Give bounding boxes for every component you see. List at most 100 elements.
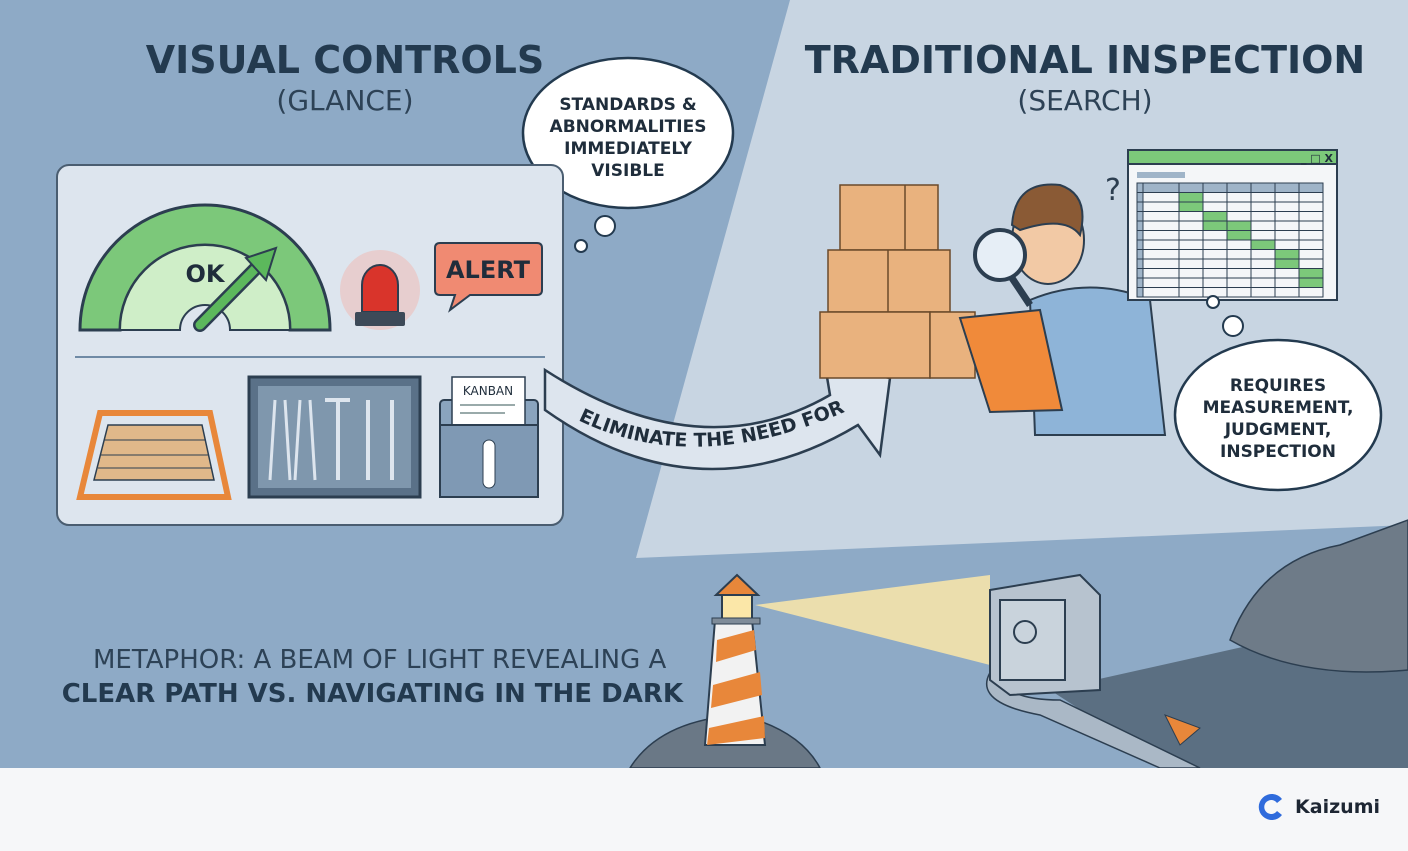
spreadsheet-cell <box>1226 192 1252 203</box>
window-controls[interactable]: _ □ X <box>1301 152 1334 165</box>
spreadsheet-cell <box>1298 220 1324 231</box>
left-subtitle: (GLANCE) <box>276 84 413 117</box>
spreadsheet-cell <box>1142 230 1180 241</box>
spreadsheet-cell <box>1136 268 1144 279</box>
light-beam <box>755 575 990 665</box>
spreadsheet-cell <box>1136 277 1144 288</box>
spreadsheet-cell <box>1202 182 1228 193</box>
spreadsheet-cell <box>1226 249 1252 260</box>
spreadsheet-cell <box>1250 249 1276 260</box>
kaizumi-logo-icon <box>1258 794 1283 820</box>
lighthouse-icon <box>703 573 767 746</box>
spreadsheet-cell <box>1250 192 1276 203</box>
spreadsheet-cell <box>1226 211 1252 222</box>
bubble-line: ABNORMALITIES <box>550 117 707 137</box>
kanban-card-holder-icon: KANBAN <box>439 376 539 498</box>
thought-bubble-right: REQUIRES MEASUREMENT, JUDGMENT, INSPECTI… <box>1173 295 1383 492</box>
spreadsheet-cell <box>1274 268 1300 279</box>
spreadsheet-cell <box>1178 268 1204 279</box>
spreadsheet-cell <box>1298 277 1324 288</box>
spreadsheet-cell <box>1142 239 1180 250</box>
spreadsheet-cell <box>1298 268 1324 279</box>
spreadsheet-cell <box>1250 220 1276 231</box>
spreadsheet-cell <box>1202 220 1228 231</box>
spreadsheet-cell <box>1178 192 1204 203</box>
spreadsheet-cell <box>1274 239 1300 250</box>
spreadsheet-cell <box>1202 239 1228 250</box>
spreadsheet-cell <box>1250 268 1276 279</box>
spreadsheet-cell <box>1202 277 1228 288</box>
spreadsheet-cell <box>1298 182 1324 193</box>
spreadsheet-cell <box>1298 230 1324 241</box>
spreadsheet-cell <box>1142 220 1180 231</box>
spreadsheet-cell <box>1298 211 1324 222</box>
spreadsheet-cell <box>1274 220 1300 231</box>
spreadsheet-cell <box>1226 239 1252 250</box>
spreadsheet-cell <box>1142 201 1180 212</box>
spreadsheet-cell <box>1250 258 1276 269</box>
spreadsheet-cell <box>1250 182 1276 193</box>
magnifying-glass-icon <box>973 228 1027 282</box>
spreadsheet-cell <box>1226 277 1252 288</box>
bubble-line: VISIBLE <box>591 161 664 181</box>
spreadsheet-cell <box>1202 268 1228 279</box>
spreadsheet-cell <box>1136 239 1144 250</box>
spreadsheet-cell <box>1298 239 1324 250</box>
spreadsheet-cell <box>1298 287 1324 298</box>
footer: Kaizumi <box>0 768 1408 851</box>
spreadsheet-cell <box>1202 230 1228 241</box>
spreadsheet-cell <box>1136 182 1144 193</box>
spreadsheet-cell <box>1274 211 1300 222</box>
spreadsheet-cell <box>1142 211 1180 222</box>
alert-sign: ALERT <box>434 242 543 313</box>
right-subtitle: (SEARCH) <box>1017 84 1152 117</box>
spreadsheet-window: _ □ X <box>1127 149 1338 301</box>
spreadsheet-cell <box>1178 287 1204 298</box>
inspector-person: ? <box>958 173 1167 436</box>
spreadsheet-cell <box>1178 211 1204 222</box>
spreadsheet-cell <box>1136 258 1144 269</box>
spreadsheet-cell <box>1250 201 1276 212</box>
clipboard-icon <box>958 308 1064 414</box>
spreadsheet-cell <box>1274 201 1300 212</box>
spreadsheet-cell <box>1274 192 1300 203</box>
spreadsheet-cell <box>1226 182 1252 193</box>
bubble-line: REQUIRES <box>1230 376 1326 396</box>
spreadsheet-cell <box>1226 220 1252 231</box>
spreadsheet-cell <box>1178 201 1204 212</box>
bubble-line: JUDGMENT, <box>1224 420 1332 440</box>
spreadsheet-cell <box>1142 268 1180 279</box>
spreadsheet-cell <box>1142 277 1180 288</box>
spreadsheet-cell <box>1136 249 1144 260</box>
spreadsheet-cell <box>1136 192 1144 203</box>
metaphor-line-2: CLEAR PATH VS. NAVIGATING IN THE DARK <box>62 679 684 709</box>
spreadsheet-cell <box>1250 230 1276 241</box>
spreadsheet-cell <box>1274 249 1300 260</box>
spreadsheet-cell <box>1226 268 1252 279</box>
spreadsheet-cell <box>1250 239 1276 250</box>
spreadsheet-cell <box>1178 182 1204 193</box>
spreadsheet-cell <box>1142 287 1180 298</box>
spreadsheet-cell <box>1226 258 1252 269</box>
spreadsheet-cell <box>1298 249 1324 260</box>
spreadsheet-cell <box>1142 182 1180 193</box>
kanban-label: KANBAN <box>463 384 513 398</box>
spreadsheet-cell <box>1298 258 1324 269</box>
spreadsheet-cell <box>1178 249 1204 260</box>
siren-icon <box>340 250 420 330</box>
spreadsheet-cell <box>1274 277 1300 288</box>
spreadsheet-cell <box>1274 230 1300 241</box>
left-title: VISUAL CONTROLS <box>146 38 545 82</box>
spreadsheet-cell <box>1298 192 1324 203</box>
illustration: VISUAL CONTROLS (GLANCE) TRADITIONAL INS… <box>0 0 1408 768</box>
coast-scene <box>629 519 1408 768</box>
spreadsheet-cell <box>1226 287 1252 298</box>
spreadsheet-cell <box>1136 201 1144 212</box>
spreadsheet-cell <box>1202 249 1228 260</box>
alert-label: ALERT <box>446 256 531 284</box>
spreadsheet-cell <box>1136 220 1144 231</box>
thought-bubble-left: STANDARDS & ABNORMALITIES IMMEDIATELY VI… <box>521 56 735 253</box>
gauge-label: OK <box>186 260 226 288</box>
spreadsheet-cell <box>1250 287 1276 298</box>
spreadsheet-cell <box>1250 277 1276 288</box>
